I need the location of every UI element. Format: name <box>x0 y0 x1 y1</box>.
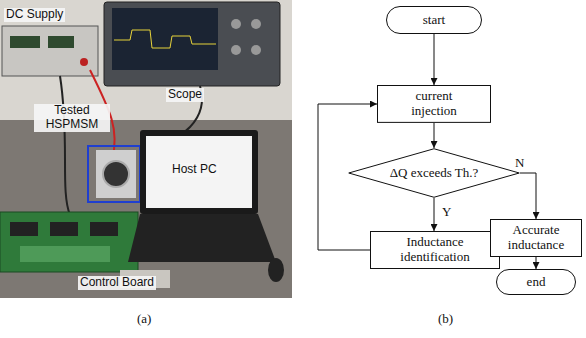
chip <box>50 222 78 236</box>
highlight-frame <box>88 146 140 202</box>
knob <box>231 45 241 55</box>
cable <box>60 76 70 215</box>
flow-arrow <box>520 173 536 219</box>
knob <box>231 19 241 29</box>
bench <box>0 120 292 298</box>
mouse <box>268 258 284 282</box>
part-label: Tested HSPMSM <box>34 104 110 132</box>
node-text: current injection <box>399 89 469 119</box>
board-area <box>20 246 110 262</box>
knob <box>251 45 261 55</box>
terminal-oval: start <box>386 6 482 34</box>
chip <box>10 222 38 236</box>
chip <box>90 222 118 236</box>
part-label: Host PC <box>170 163 219 177</box>
part-label: Control Board <box>78 276 156 290</box>
branch-label: N <box>514 156 525 171</box>
part-label: Scope <box>166 88 204 102</box>
node-text: ΔQ exceeds Th.? <box>390 166 479 181</box>
process-box: current injection <box>377 85 491 123</box>
dc-display <box>10 36 40 48</box>
panel-label: (b) <box>438 312 453 327</box>
panel-label: (a) <box>137 312 151 327</box>
process-box: Accurate inductance <box>490 219 582 257</box>
laptop-lid <box>140 130 258 214</box>
decision-diamond: ΔQ exceeds Th.? <box>348 148 520 198</box>
terminal-oval: end <box>496 269 576 295</box>
node-text: Inductance identification <box>385 235 485 265</box>
motor-fixture <box>96 150 136 198</box>
node-text: Accurate inductance <box>496 223 576 253</box>
node-text: start <box>423 13 445 28</box>
knob <box>251 19 261 29</box>
process-box: Inductance identification <box>370 231 500 269</box>
control-board <box>0 212 138 272</box>
flow-arrow <box>434 198 435 231</box>
flow-arrow <box>434 34 435 85</box>
dc-display <box>48 36 74 48</box>
laptop-base <box>128 214 276 262</box>
flow-arrow <box>536 257 537 269</box>
branch-label: Y <box>441 205 452 220</box>
part-label: DC Supply <box>4 8 65 22</box>
wall <box>0 0 292 120</box>
laptop-screen <box>146 136 252 208</box>
flow-arrow <box>434 123 435 148</box>
dc-supply <box>2 26 98 76</box>
scope <box>104 2 280 86</box>
lab-photo <box>0 0 292 298</box>
motor <box>103 161 129 187</box>
node-text: end <box>527 275 546 290</box>
terminal <box>80 58 88 66</box>
scope-screen <box>112 8 218 70</box>
photo-ground <box>0 0 292 298</box>
scope-trace <box>114 30 216 48</box>
